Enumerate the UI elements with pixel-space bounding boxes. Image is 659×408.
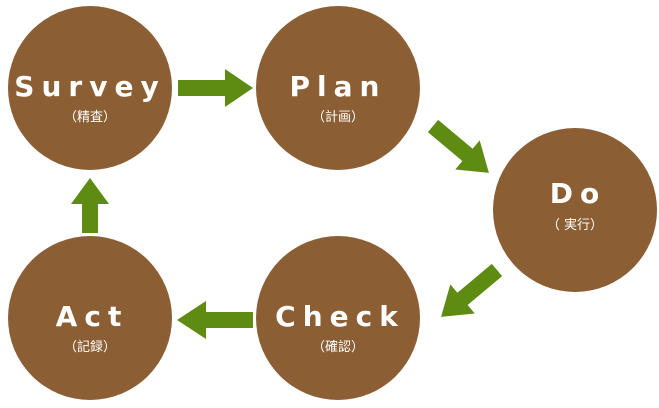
arrow-survey-to-plan: [178, 69, 253, 107]
arrow-plan-to-do: [427, 119, 489, 173]
node-plan: Plan （計画）: [256, 6, 420, 170]
node-survey-subtitle: （精査）: [64, 110, 116, 125]
arrow-act-to-survey: [71, 178, 109, 233]
node-check-circle: [256, 236, 420, 400]
node-act-title: Act: [56, 300, 129, 333]
node-survey: Survey （精査）: [8, 6, 172, 170]
node-plan-circle: [256, 6, 420, 170]
node-do: Do （ 実行）: [493, 128, 657, 292]
node-check-title: Check: [275, 300, 405, 333]
node-survey-title: Survey: [14, 70, 165, 103]
node-do-title: Do: [550, 177, 606, 210]
node-do-circle: [493, 128, 657, 292]
node-act: Act （記録）: [8, 236, 172, 400]
node-do-subtitle: （ 実行）: [547, 217, 603, 233]
node-act-subtitle: （記録）: [64, 339, 116, 355]
node-plan-subtitle: （計画）: [312, 109, 364, 125]
arrow-check-to-act: [177, 301, 253, 339]
arrow-do-to-check: [441, 263, 503, 317]
node-survey-circle: [8, 6, 172, 170]
node-check-subtitle: （確認）: [312, 339, 364, 355]
node-plan-title: Plan: [290, 70, 387, 103]
node-check: Check （確認）: [256, 236, 420, 400]
node-act-circle: [8, 236, 172, 400]
